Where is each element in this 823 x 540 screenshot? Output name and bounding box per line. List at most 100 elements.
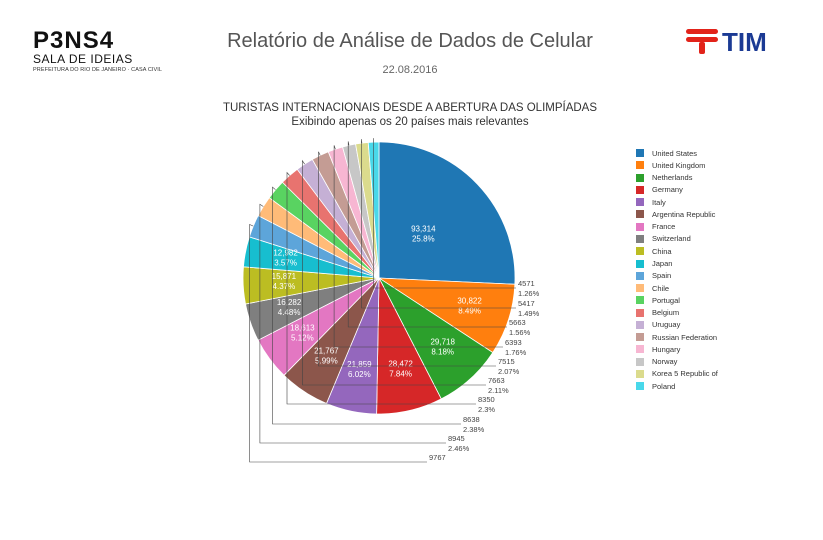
legend-label: United States (652, 148, 698, 158)
pie-label-percent: 1.26% (518, 289, 540, 298)
tim-logo-text: TIM (722, 27, 767, 57)
logo-line3: PREFEITURA DO RIO DE JANEIRO · CASA CIVI… (33, 67, 163, 73)
pie-label-percent: 2.3% (478, 405, 495, 414)
legend-swatch (636, 161, 644, 170)
legend-label: France (652, 222, 676, 232)
legend-swatch (636, 320, 644, 329)
legend-swatch (636, 198, 644, 207)
legend-item[interactable]: Switzerland (636, 233, 718, 245)
legend-item[interactable]: Norway (636, 356, 718, 368)
pie-label-percent: 1.49% (518, 309, 540, 318)
pie-label-value: 12,982 (273, 249, 298, 258)
pie-label-value: 5417 (518, 299, 535, 308)
legend-swatch (636, 271, 644, 280)
legend-label: Spain (652, 271, 672, 281)
legend-label: China (652, 246, 672, 256)
legend-item[interactable]: Portugal (636, 294, 718, 306)
legend-item[interactable]: Japan (636, 257, 718, 269)
legend-label: Poland (652, 381, 676, 391)
legend-swatch (636, 185, 644, 194)
pie-label-percent: 25.8% (412, 235, 435, 244)
legend-swatch (636, 296, 644, 305)
legend-item[interactable]: China (636, 245, 718, 257)
legend-swatch (636, 173, 644, 182)
legend-item[interactable]: Italy (636, 196, 718, 208)
tim-logo: TIM (686, 26, 796, 60)
legend-label: Chile (652, 283, 670, 293)
pie-slice-united-states[interactable] (378, 141, 516, 285)
pie-leader-line (302, 159, 486, 386)
pie-label-percent: 8.18% (431, 348, 454, 357)
legend-swatch (636, 259, 644, 268)
legend-item[interactable]: Argentina Republic (636, 208, 718, 220)
legend-label: Switzerland (652, 234, 691, 244)
pie-label-value: 8945 (448, 434, 465, 443)
p3ns4-logo: P3NS4 SALA DE IDEIAS PREFEITURA DO RIO D… (33, 27, 163, 74)
legend-swatch (636, 149, 644, 158)
legend-label: Korea 5 Republic of (652, 369, 718, 379)
pie-label-percent: 6.02% (348, 370, 371, 379)
pie-label-value: 16,282 (277, 298, 302, 307)
report-date: 22.08.2016 (382, 64, 438, 76)
pie-label-value: 4571 (518, 279, 535, 288)
pie-label-percent: 5.99% (315, 356, 338, 365)
legend-label: United Kingdom (652, 160, 706, 170)
report-title: Relatório de Análise de Dados de Celular (227, 30, 593, 52)
legend-item[interactable]: Chile (636, 282, 718, 294)
legend-label: Hungary (652, 344, 681, 354)
legend-item[interactable]: Korea 5 Republic of (636, 368, 718, 380)
pie-label-percent: 1.76% (505, 348, 527, 357)
pie-label-percent: 2.11% (488, 386, 509, 395)
legend-item[interactable]: Russian Federation (636, 331, 718, 343)
legend-label: Japan (652, 259, 673, 269)
pie-label-percent: 8.49% (458, 306, 481, 315)
legend-swatch (636, 357, 644, 366)
pie-label-value: 21,859 (347, 360, 372, 369)
pie-label-percent: 2.46% (448, 444, 470, 453)
legend-swatch (636, 222, 644, 231)
pie-leader-line (347, 141, 507, 328)
legend-item[interactable]: Uruguay (636, 319, 718, 331)
pie-label-percent: 2.07% (498, 367, 520, 376)
legend-swatch (636, 284, 644, 293)
tim-mark-icon (686, 29, 718, 54)
legend-swatch (636, 333, 644, 342)
pie-leader-line (259, 203, 446, 444)
legend-label: Germany (652, 185, 683, 195)
legend-item[interactable]: Belgium (636, 306, 718, 318)
chart-subtitle: Exibindo apenas os 20 países mais releva… (291, 116, 529, 128)
legend-item[interactable]: Spain (636, 270, 718, 282)
logo-line2: SALA DE IDEIAS (33, 52, 133, 66)
legend-item[interactable]: United Kingdom (636, 159, 718, 171)
legend-item[interactable]: Poland (636, 380, 718, 392)
pie-label-value: 5663 (509, 318, 526, 327)
legend-item[interactable]: France (636, 221, 718, 233)
legend-item[interactable]: Hungary (636, 343, 718, 355)
logo-line1: P3NS4 (33, 27, 115, 54)
legend-item[interactable]: Germany (636, 184, 718, 196)
pie-label-value: 8350 (478, 395, 495, 404)
legend-label: Belgium (652, 308, 680, 318)
legend-label: Portugal (652, 295, 680, 305)
legend-swatch (636, 382, 644, 391)
pie-leader-line (286, 171, 476, 405)
pie-label-percent: 7.84% (389, 370, 412, 379)
pie-label-value: 9767 (429, 453, 446, 462)
pie-label-value: 29,718 (430, 338, 455, 347)
pie-label-value: 21,767 (314, 346, 339, 355)
pie-leader-line (333, 145, 503, 348)
legend-item[interactable]: United States (636, 147, 718, 159)
pie-label-percent: 4.48% (278, 308, 301, 317)
legend-swatch (636, 369, 644, 378)
pie-label-value: 7663 (488, 376, 505, 385)
pie-leader-line (249, 224, 427, 463)
pie-label-value: 15,871 (272, 272, 297, 281)
legend-swatch (636, 234, 644, 243)
legend-swatch (636, 345, 644, 354)
pie-labels: 93,31425.8%30,8228.49%29,7188.18%28,4727… (249, 138, 540, 463)
pie-label-percent: 2.38% (463, 425, 485, 434)
legend-item[interactable]: Netherlands (636, 172, 718, 184)
pie-label-value: 8638 (463, 415, 480, 424)
legend-swatch (636, 308, 644, 317)
